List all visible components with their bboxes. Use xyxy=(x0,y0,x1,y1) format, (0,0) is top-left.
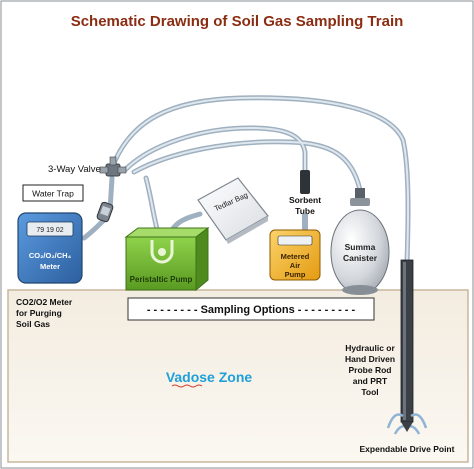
probe-note-line2: Hand Driven xyxy=(345,354,395,364)
summa-canister-line2: Canister xyxy=(343,253,378,263)
summa-canister-line1: Summa xyxy=(345,242,376,252)
sampling-options-label: - - - - - - - - Sampling Options - - - -… xyxy=(147,304,356,316)
probe-note-line5: Tool xyxy=(361,387,378,397)
vadose-zone-label: Vadose Zone xyxy=(166,369,253,385)
meter-readout: 79 19 02 xyxy=(36,227,63,234)
sorbent-tube-label-line2: Tube xyxy=(295,206,315,216)
sorbent-tube-link xyxy=(302,214,308,230)
valve-label: 3-Way Valve xyxy=(48,164,101,175)
tube-meter-trap xyxy=(81,217,107,241)
probe-rod-highlight xyxy=(403,262,406,420)
peristaltic-pump: Peristaltic Pump xyxy=(124,227,210,292)
co2-meter-note-line3: Soil Gas xyxy=(16,319,50,329)
probe-note-line3: Probe Rod xyxy=(349,365,392,375)
tedlar-bag: Tedlar Bag xyxy=(197,177,269,244)
metered-air-pump: Metered Air Pump xyxy=(269,229,321,281)
three-way-valve-icon xyxy=(99,156,127,177)
metered-pump-line3: Pump xyxy=(285,270,306,279)
metered-pump-line2: Air xyxy=(290,261,301,270)
tubing-highlight xyxy=(111,96,410,263)
probe-note-line4: and PRT xyxy=(353,376,388,386)
sorbent-tube-icon xyxy=(300,170,310,194)
co2-meter-note-line2: for Purging xyxy=(16,308,62,318)
water-trap-label-box xyxy=(22,184,84,202)
probe-note-line1: Hydraulic or xyxy=(345,343,395,353)
summa-canister-icon xyxy=(330,188,390,295)
meter-gases-line1: CO₂/O₂/CH₄ xyxy=(29,251,72,260)
meter-gases-line2: Meter xyxy=(40,262,60,271)
peristaltic-pump-label: Peristaltic Pump xyxy=(130,275,193,284)
vadose-underline xyxy=(171,384,203,388)
water-trap-icon xyxy=(96,201,114,223)
sorbent-tube-label-line1: Sorbent xyxy=(289,195,321,205)
co2-meter-note-line1: CO2/O2 Meter xyxy=(16,297,73,307)
water-trap-label: Water Trap xyxy=(32,189,74,199)
metered-pump-line1: Metered xyxy=(281,252,310,261)
meter-display xyxy=(26,221,74,237)
drive-point-icon xyxy=(401,422,413,432)
probe-rod xyxy=(400,259,414,423)
diagram-title: Schematic Drawing of Soil Gas Sampling T… xyxy=(71,13,404,30)
gas-meter: 79 19 02 CO₂/O₂/CH₄ Meter xyxy=(17,212,83,284)
drive-point-label: Expendable Drive Point xyxy=(360,444,455,454)
sampling-options-box xyxy=(127,297,375,321)
